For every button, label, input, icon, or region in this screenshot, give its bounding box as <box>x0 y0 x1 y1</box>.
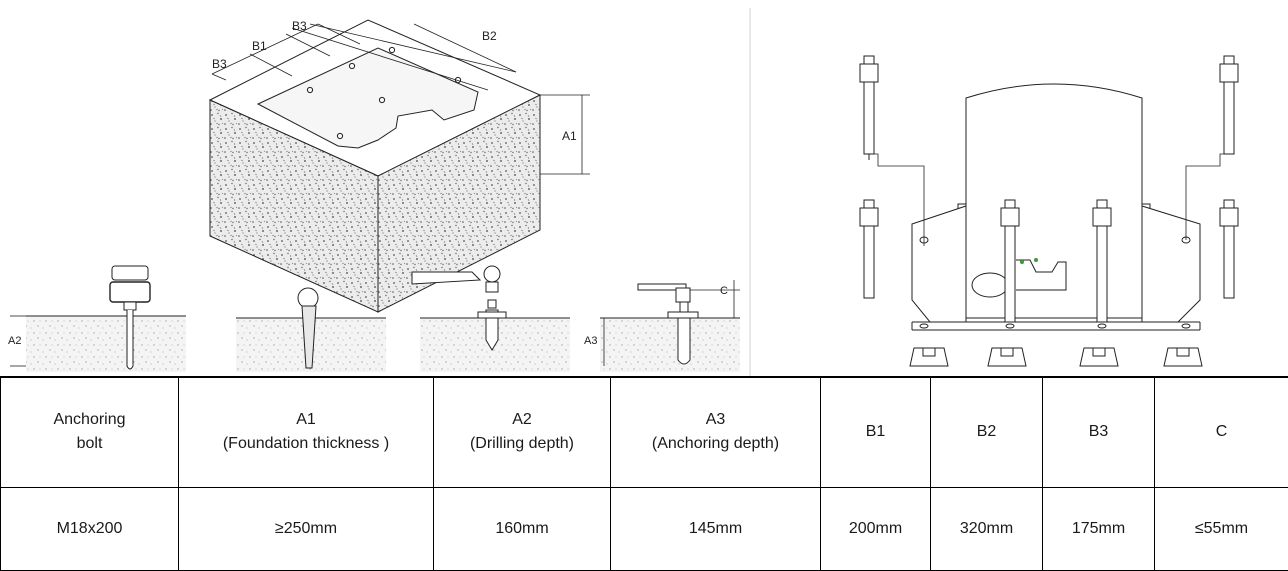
header-line: C <box>1216 423 1228 440</box>
indicator-dot <box>1020 260 1024 264</box>
dim-label-a2: A2 <box>8 335 21 347</box>
step-tighten <box>600 280 740 372</box>
header-line: B1 <box>866 423 886 440</box>
cell-b2: 320mm <box>931 487 1043 570</box>
header-line: (Foundation thickness ) <box>183 432 429 456</box>
dim-label-b1: B1 <box>252 39 267 53</box>
diagram-canvas: B3 B1 B3 B2 A1 A2 <box>0 0 1288 376</box>
header-line: A2 <box>438 408 606 432</box>
dim-label-b3-top: B3 <box>292 19 307 33</box>
dim-label-b3-left: B3 <box>212 57 227 71</box>
header-line: A1 <box>183 408 429 432</box>
header-b3: B3 <box>1043 377 1155 487</box>
dim-label-b2: B2 <box>482 29 497 43</box>
installation-diagram: B3 B1 B3 B2 A1 A2 <box>0 0 1288 376</box>
header-b1: B1 <box>821 377 931 487</box>
header-line: B3 <box>1089 423 1109 440</box>
table-row: M18x200 ≥250mm 160mm 145mm 200mm 320mm 1… <box>1 487 1288 570</box>
header-b2: B2 <box>931 377 1043 487</box>
anchor-bolt-lower-4 <box>1220 200 1238 298</box>
header-c: C <box>1155 377 1288 487</box>
step-drill <box>10 266 186 372</box>
indicator-dot <box>1034 258 1038 262</box>
cell-b1: 200mm <box>821 487 931 570</box>
exploded-view <box>912 84 1200 330</box>
header-line: (Anchoring depth) <box>615 432 816 456</box>
dim-label-a3: A3 <box>584 335 597 347</box>
dim-label-c: C <box>720 285 728 297</box>
cell-bolt-model: M18x200 <box>1 487 179 570</box>
cell-a2: 160mm <box>434 487 611 570</box>
washers <box>910 348 1202 366</box>
dim-label-a1: A1 <box>562 129 577 143</box>
step-hammer <box>412 266 570 372</box>
header-line: Anchoring <box>5 408 174 432</box>
cell-a3: 145mm <box>611 487 821 570</box>
header-line: B2 <box>977 423 997 440</box>
cell-a1: ≥250mm <box>179 487 434 570</box>
header-line: bolt <box>5 432 174 456</box>
header-a2: A2(Drilling depth) <box>434 377 611 487</box>
header-a3: A3(Anchoring depth) <box>611 377 821 487</box>
header-line: A3 <box>615 408 816 432</box>
header-a1: A1(Foundation thickness ) <box>179 377 434 487</box>
anchor-bolt-lower-1 <box>860 200 878 298</box>
cell-c: ≤55mm <box>1155 487 1288 570</box>
cell-b3: 175mm <box>1043 487 1155 570</box>
header-line: (Drilling depth) <box>438 432 606 456</box>
